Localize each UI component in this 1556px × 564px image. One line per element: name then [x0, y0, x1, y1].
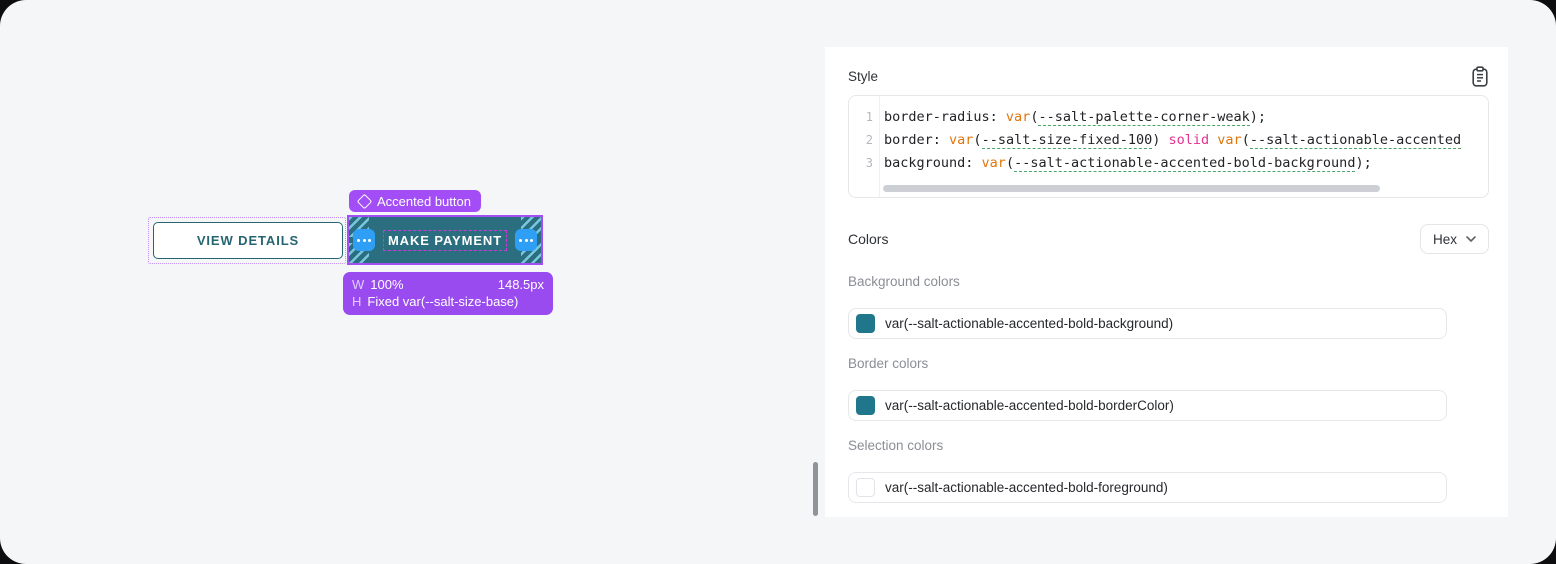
make-payment-label: MAKE PAYMENT — [387, 233, 503, 248]
code-token-plain: border-radius: — [884, 109, 1006, 125]
code-text: border-radius: var(--salt-palette-corner… — [873, 106, 1266, 129]
code-token-fn: var — [981, 155, 1006, 171]
left-resize-handle-ellipsis-icon[interactable] — [353, 229, 375, 251]
code-token-fn: var — [949, 132, 974, 148]
gutter-divider — [879, 96, 880, 197]
text-selection-dashed-rect: MAKE PAYMENT — [383, 230, 507, 251]
view-details-label: VIEW DETAILS — [196, 233, 300, 248]
make-payment-button[interactable] — [349, 217, 541, 263]
width-key: W — [352, 277, 365, 292]
color-swatch — [856, 314, 875, 333]
color-value: var(--salt-actionable-accented-bold-back… — [885, 316, 1174, 331]
code-token-plain: ); — [1249, 109, 1267, 125]
component-diamond-icon — [356, 193, 373, 209]
color-group-label: Selection colors — [848, 438, 944, 453]
colors-section-title: Colors — [848, 231, 889, 247]
color-row[interactable]: var(--salt-actionable-accented-bold-back… — [848, 308, 1447, 339]
code-token-plain: ) — [1152, 132, 1169, 148]
line-number: 3 — [865, 156, 873, 170]
right-resize-handle-ellipsis-icon[interactable] — [515, 229, 537, 251]
width-pixels: 148.5px — [497, 277, 544, 292]
code-token-plain: border: — [884, 132, 950, 148]
height-value: Fixed var(--salt-size-base) — [367, 294, 519, 309]
copy-code-button[interactable] — [1471, 65, 1489, 87]
colors-section-header: Colors Hex — [848, 224, 1489, 254]
code-text: border: var(--salt-size-fixed-100) solid… — [873, 129, 1462, 152]
chevron-down-icon — [1466, 236, 1476, 242]
vertical-scrollbar[interactable] — [813, 462, 818, 516]
code-token-plain: ); — [1355, 155, 1372, 171]
horizontal-scrollbar[interactable] — [883, 185, 1380, 192]
sibling-selection-dotted-outline — [148, 217, 346, 264]
code-text: background: var(--salt-actionable-accent… — [873, 152, 1372, 175]
code-token-plain: ( — [973, 132, 982, 148]
color-format-value: Hex — [1432, 231, 1457, 247]
code-token-kw: solid — [1168, 132, 1210, 148]
make-payment-selection-overlay: MAKE PAYMENT — [347, 215, 543, 265]
code-token-fn: var — [1005, 109, 1031, 125]
height-row: H Fixed var(--salt-size-base) — [352, 293, 544, 310]
code-token-fn: var — [1217, 132, 1242, 148]
color-row[interactable]: var(--salt-actionable-accented-bold-fore… — [848, 472, 1447, 503]
dimensions-tooltip: W 100% 148.5px H Fixed var(--salt-size-bas… — [343, 272, 553, 315]
code-token-tok: --salt-palette-corner-weak — [1038, 109, 1250, 126]
width-row: W 100% 148.5px — [352, 276, 544, 293]
color-row[interactable]: var(--salt-actionable-accented-bold-bord… — [848, 390, 1447, 421]
code-token-plain: ( — [1241, 132, 1250, 148]
style-section-header: Style — [848, 65, 1489, 87]
code-token-tok: --salt-actionable-accented-bold-backgrou… — [1014, 155, 1356, 172]
color-group-label: Border colors — [848, 356, 929, 371]
color-value: var(--salt-actionable-accented-bold-fore… — [885, 480, 1168, 495]
line-number: 1 — [865, 110, 873, 124]
color-value: var(--salt-actionable-accented-bold-bord… — [885, 398, 1174, 413]
component-badge-label: Accented button — [377, 193, 471, 209]
color-swatch — [856, 478, 875, 497]
clipboard-icon — [1472, 65, 1488, 87]
code-token-plain: ( — [1030, 109, 1039, 125]
width-value: 100% — [370, 277, 404, 292]
color-format-dropdown[interactable]: Hex — [1419, 224, 1489, 254]
component-badge[interactable]: Accented button — [349, 190, 481, 212]
code-token-tok: --salt-size-fixed-100 — [981, 132, 1153, 149]
view-details-button[interactable]: VIEW DETAILS — [153, 222, 343, 259]
height-key: H — [352, 294, 362, 309]
color-group-label: Background colors — [848, 274, 960, 289]
code-token-plain: background: — [884, 155, 982, 171]
style-section-title: Style — [848, 68, 879, 84]
code-token-plain: ( — [1005, 155, 1015, 171]
color-swatch — [856, 396, 875, 415]
code-token-tok: --salt-actionable-accented — [1249, 132, 1462, 149]
line-number: 2 — [865, 133, 873, 147]
